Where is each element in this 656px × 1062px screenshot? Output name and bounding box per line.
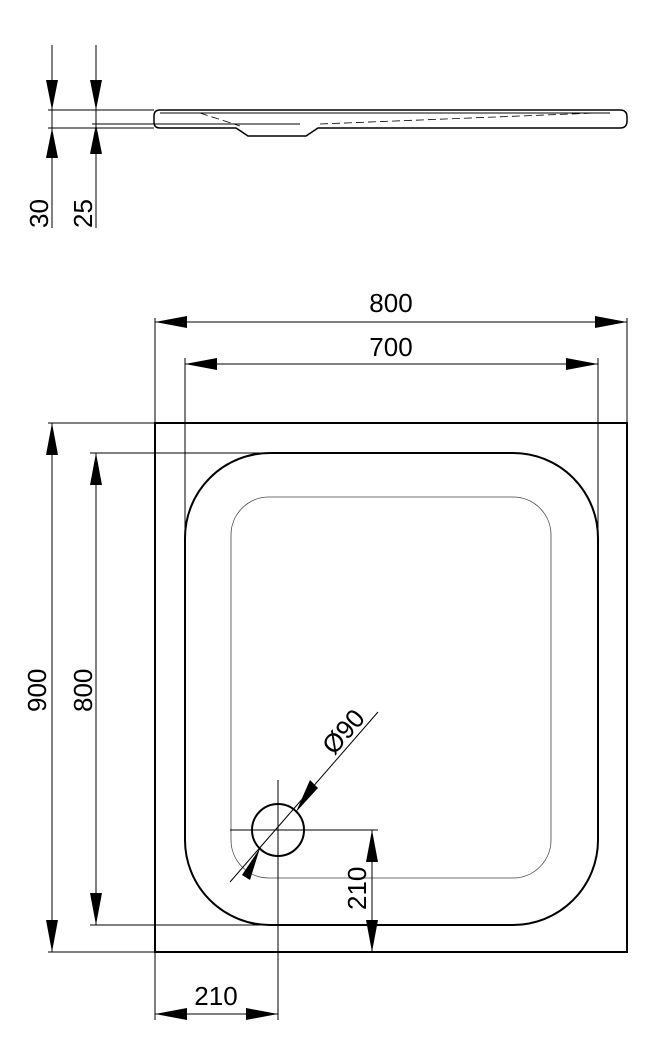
arrow-up — [46, 128, 58, 158]
dim-label-total-height: 30 — [24, 199, 54, 228]
tray-basin-edge — [184, 452, 599, 926]
arrow-down — [90, 80, 102, 110]
arrow-right — [566, 358, 598, 370]
dim-label-drain-offset-y: 210 — [342, 867, 372, 910]
arrow-up — [366, 830, 378, 862]
arrow-right — [246, 1008, 278, 1020]
arrow-up — [90, 453, 102, 485]
arrow-down — [46, 920, 58, 952]
dim-label-outer-width: 800 — [369, 288, 412, 318]
arrow-up — [46, 423, 58, 455]
dim-label-inner-width: 700 — [369, 332, 412, 362]
dim-label-drain-offset-x: 210 — [194, 981, 237, 1011]
arrow-down — [46, 80, 58, 110]
arrow-left — [155, 316, 187, 328]
arrow-down — [366, 920, 378, 952]
dim-label-outer-depth: 900 — [22, 669, 52, 712]
tray-profile-inner-line-right — [319, 112, 596, 125]
arrow-up — [90, 124, 102, 154]
top-view: Ø90 800 700 900 800 210 — [22, 288, 628, 1020]
dim-label-rim-height: 25 — [68, 199, 98, 228]
arrow-down — [90, 893, 102, 925]
tray-profile-outline — [153, 109, 628, 137]
dim-label-drain-diameter: Ø90 — [316, 703, 371, 760]
arrow — [296, 780, 318, 812]
arrow-left — [155, 1008, 187, 1020]
tray-outer-edge — [154, 422, 628, 953]
arrow-right — [595, 316, 627, 328]
tray-floor-edge — [230, 496, 552, 879]
arrow-left — [185, 358, 217, 370]
tray-profile-inner-line — [199, 112, 241, 127]
arrow — [242, 848, 260, 880]
dim-label-inner-depth: 800 — [68, 669, 98, 712]
side-view: 30 25 — [24, 45, 628, 228]
